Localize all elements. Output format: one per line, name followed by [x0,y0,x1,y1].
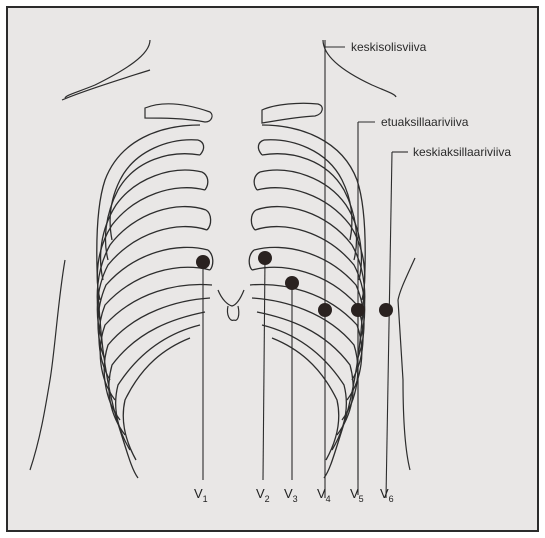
label-v4: V4 [317,486,331,504]
label-v2: V2 [256,486,270,504]
electrode-v4 [318,303,332,317]
right-rib-cage [249,125,365,478]
label-v1: V1 [194,486,208,504]
electrode-v5 [351,303,365,317]
electrode-v1 [196,255,210,269]
label-v5: V5 [350,486,364,504]
label-anterior-axillary: etuaksillaariviiva [381,115,469,129]
electrode-leaders [203,258,358,480]
left-rib-cage [97,125,213,478]
label-v3: V3 [284,486,298,504]
label-v6: V6 [380,486,394,504]
mid-axillary-line [386,152,392,498]
electrode-labels: V1 V2 V3 V4 V5 V6 [194,486,394,504]
label-midclavicular: keskisolisviiva [351,40,427,54]
electrode-v6 [379,303,393,317]
electrode-v2 [258,251,272,265]
electrode-v3 [285,276,299,290]
label-mid-axillary: keskiaksillaariviiva [413,145,511,159]
v2-leader [263,258,265,480]
